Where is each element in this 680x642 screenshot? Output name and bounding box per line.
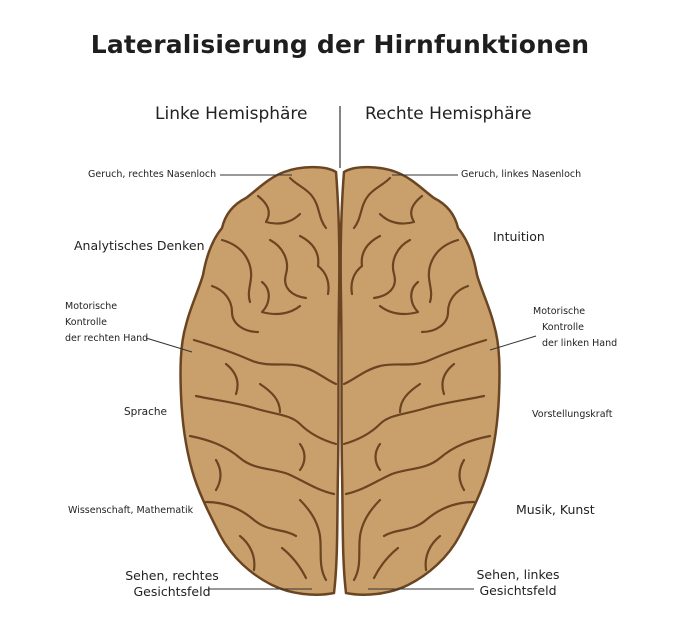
left-sulci <box>188 176 338 582</box>
label-motor-left-line3: der linken Hand <box>542 338 618 349</box>
page-title: Lateralisierung der Hirnfunktionen <box>90 30 590 59</box>
right-sulci <box>342 176 492 582</box>
label-motor-right-hand: Motorische Kontrolle der rechten Hand <box>65 299 148 347</box>
left-hemisphere-shape <box>179 165 341 596</box>
label-vision-right-line1: Sehen, rechtes <box>125 568 219 583</box>
label-smell-left-nostril: Geruch, linkes Nasenloch <box>461 169 582 180</box>
leader-lines <box>145 174 537 590</box>
label-intuition: Intuition <box>493 229 545 244</box>
label-vision-right-line2: Gesichtsfeld <box>133 584 211 599</box>
label-motor-right-line3: der rechten Hand <box>65 333 149 344</box>
label-motor-left-line1: Motorische <box>533 306 586 317</box>
label-analytic-thinking: Analytisches Denken <box>74 238 205 253</box>
label-motor-left-hand: Motorische Kontrolle der linken Hand <box>533 304 617 352</box>
label-imagination: Vorstellungskraft <box>532 409 613 420</box>
label-speech: Sprache <box>124 406 167 418</box>
label-motor-right-line1: Motorische <box>65 301 118 312</box>
label-vision-left-field: Sehen, linkes Gesichtsfeld <box>456 567 580 599</box>
label-motor-left-line2: Kontrolle <box>542 322 584 333</box>
right-hemisphere-shape <box>339 165 501 596</box>
label-smell-right-nostril: Geruch, rechtes Nasenloch <box>88 169 217 180</box>
right-hemisphere-heading: Rechte Hemisphäre <box>365 104 532 124</box>
label-vision-left-line1: Sehen, linkes <box>476 567 560 582</box>
label-motor-right-line2: Kontrolle <box>65 317 107 328</box>
label-vision-right-field: Sehen, rechtes Gesichtsfeld <box>112 568 232 600</box>
label-music-art: Musik, Kunst <box>516 502 595 517</box>
label-vision-left-line2: Gesichtsfeld <box>479 583 557 598</box>
left-hemisphere-heading: Linke Hemisphäre <box>155 104 308 124</box>
label-science-math: Wissenschaft, Mathematik <box>68 505 194 516</box>
